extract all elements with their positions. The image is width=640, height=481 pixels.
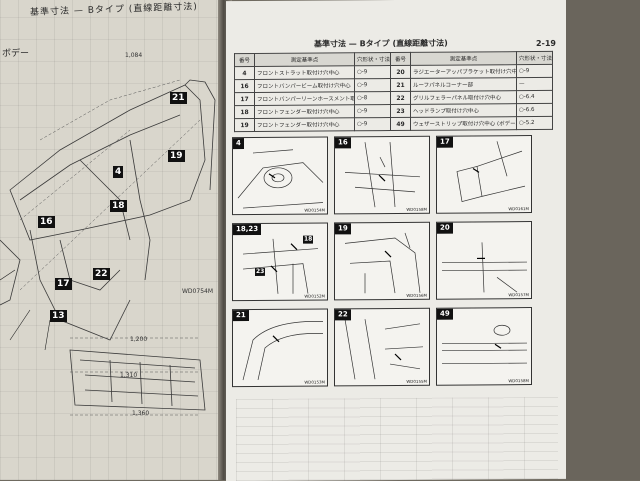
figure-label: 21 xyxy=(233,310,249,322)
cell-hole-spec: ○-9 xyxy=(354,117,391,131)
figure-label: 18,23 xyxy=(233,223,262,236)
callout-4: 4 xyxy=(113,166,124,178)
cell-description: フロントストラット取付け穴中心 xyxy=(254,65,355,80)
cell-description: フロントバンパービーム取付け穴中心 xyxy=(254,78,355,93)
callout-16: 16 xyxy=(38,216,55,228)
header-reference-point: 測定基準点 xyxy=(254,52,355,67)
callout-21: 21 xyxy=(170,92,187,104)
left-page-header: 基準寸法 — Bタイプ (直線距離寸法) xyxy=(29,2,198,18)
figure-label: 49 xyxy=(437,308,453,320)
page-title: 基準寸法 — Bタイプ (直線距離寸法) xyxy=(314,38,448,49)
cell-number: 4 xyxy=(234,66,255,80)
figure-16-drawing xyxy=(344,142,421,208)
left-page: 基準寸法 — Bタイプ (直線距離寸法) ボデー 21 19 xyxy=(0,0,222,480)
figure-label: 16 xyxy=(335,137,351,149)
callout-22: 22 xyxy=(93,268,110,280)
figure-code: WD0154M xyxy=(304,207,325,213)
cell-hole-spec: ○-5.2 xyxy=(516,116,553,130)
right-page: 基準寸法 — Bタイプ (直線距離寸法) 2-19 番号 測定基準点 穴形状・寸… xyxy=(226,0,566,481)
figure-label: 19 xyxy=(335,223,351,235)
figure-code: WD0152M xyxy=(304,293,325,299)
cell-hole-spec: ○-6.6 xyxy=(516,103,553,117)
header-hole-shape: 穴形状・寸法 xyxy=(354,52,391,66)
header-number: 番号 xyxy=(390,52,411,66)
table-row: 19 フロントフェンダー取付け穴中心 ○-9 49 ウェザーストリップ取付け穴中… xyxy=(234,116,553,132)
cell-number: 22 xyxy=(390,91,411,105)
figure-label: 20 xyxy=(437,222,453,234)
dim-1084: 1,084 xyxy=(125,52,143,59)
dim-1310: 1,310 xyxy=(120,372,138,379)
cell-number: 21 xyxy=(390,78,411,92)
figure-code: WD0161M xyxy=(508,206,529,212)
figure-19: 19 WD0156M xyxy=(334,221,430,301)
reference-point-table: 番号 測定基準点 穴形状・寸法 番号 測定基準点 穴形状・寸法 4 フロントスト… xyxy=(234,51,553,132)
cell-number: 49 xyxy=(390,117,411,131)
cell-number: 20 xyxy=(390,65,411,79)
figure-label: 4 xyxy=(233,138,244,150)
figure-code: WD0158M xyxy=(508,378,529,384)
body-frame-drawing xyxy=(0,79,216,416)
figure-17-drawing xyxy=(456,141,526,202)
figure-callout-18: 18 xyxy=(303,235,314,244)
callout-18: 18 xyxy=(110,200,127,212)
figure-callout-23: 23 xyxy=(255,267,266,276)
figure-code: WD0156M xyxy=(406,292,427,298)
figure-4-drawing xyxy=(237,149,324,209)
figure-21: 21 WD0153M xyxy=(232,308,328,388)
cell-hole-spec: ○-6.4 xyxy=(516,90,553,104)
cell-hole-spec: — xyxy=(516,77,553,91)
figure-20: 20 WD0157M xyxy=(436,221,532,300)
figure-49-drawing xyxy=(442,324,527,365)
figure-18-23: 18,23 18 23 WD0152M xyxy=(232,222,328,302)
cell-description: ラジエーターアッパブラケット取付け穴中心 xyxy=(410,64,517,79)
cell-hole-spec: ○-8 xyxy=(354,91,391,105)
figure-18-23-drawing xyxy=(242,238,319,294)
header-reference-point: 測定基準点 xyxy=(410,51,517,66)
cell-number: 19 xyxy=(234,118,255,132)
figure-19-drawing xyxy=(344,232,421,294)
cell-hole-spec: ○-9 xyxy=(354,78,391,92)
cell-hole-spec: ○-9 xyxy=(354,104,391,118)
cell-number: 16 xyxy=(234,79,255,93)
left-section-label: ボデー xyxy=(2,49,30,59)
cell-description: ウェザーストリップ取付け穴中心 (ボデー取付け側) xyxy=(410,116,517,131)
header-hole-shape: 穴形状・寸法 xyxy=(516,51,553,65)
figure-code: WD0157M xyxy=(508,292,529,298)
callout-13: 13 xyxy=(50,310,67,322)
figure-17: 17 WD0161M xyxy=(436,135,532,214)
figure-label: 17 xyxy=(437,136,453,148)
cell-description: フロントバンパーリーンホースメント取付け穴中心 xyxy=(254,91,355,106)
cell-description: フロントフェンダー取付け穴中心 xyxy=(254,104,355,119)
figure-label: 22 xyxy=(335,309,351,321)
cell-description: フロントフェンダー取付け穴中心 xyxy=(254,117,355,132)
figure-21-drawing xyxy=(242,321,324,381)
figure-4: 4 WD0154M xyxy=(232,136,328,216)
background-surface xyxy=(566,0,640,480)
cell-hole-spec: ○-9 xyxy=(354,65,391,79)
figure-16: 16 WD0158M xyxy=(334,135,430,215)
cell-description: ヘッドランプ取付け穴中心 xyxy=(410,103,517,118)
cell-number: 23 xyxy=(390,104,411,118)
figure-22-drawing xyxy=(344,319,424,380)
figure-code: WD0155M xyxy=(406,378,427,384)
figure-code: WD0158M xyxy=(406,206,427,212)
dim-1200: 1,200 xyxy=(130,336,148,343)
cell-description: ルーフパネルコーナー部 xyxy=(410,77,517,92)
left-figure-code: WD0754M xyxy=(182,288,213,295)
cell-number: 18 xyxy=(234,105,255,119)
lower-page-table-out-of-focus xyxy=(236,396,558,481)
callout-17: 17 xyxy=(55,278,72,290)
dim-1360: 1,360 xyxy=(132,410,150,417)
figure-22: 22 WD0155M xyxy=(334,307,430,387)
page-number: 2-19 xyxy=(535,38,556,49)
figure-49: 49 WD0158M xyxy=(436,307,532,386)
cell-number: 17 xyxy=(234,92,255,106)
header-number: 番号 xyxy=(234,53,255,67)
callout-19: 19 xyxy=(168,150,185,162)
figure-20-drawing xyxy=(442,242,527,293)
cell-hole-spec: ○-9 xyxy=(516,64,553,78)
cell-description: グリルフェラーパネル取付け穴中心 xyxy=(410,90,517,105)
figure-code: WD0153M xyxy=(304,379,325,385)
